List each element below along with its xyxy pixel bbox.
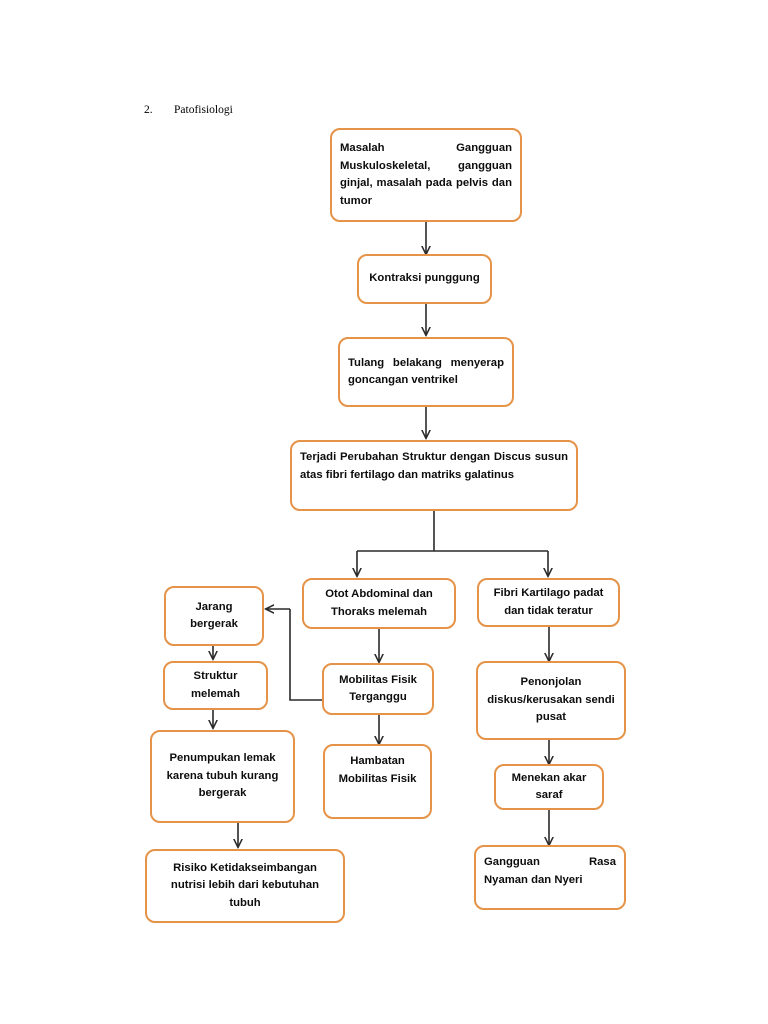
node-label: Tulang belakang menyerap goncangan ventr… — [348, 356, 504, 387]
node-label: Menekan akar saraf — [511, 771, 587, 802]
node-label: Penumpukan lemak karena tubuh kurang ber… — [166, 752, 279, 800]
heading-text: Patofisiologi — [174, 104, 233, 116]
node-label: Otot Abdominal dan Thoraks melemah — [325, 588, 433, 618]
heading-number: 2. — [144, 104, 153, 116]
node-label: Mobilitas Fisik Terganggu — [339, 673, 417, 704]
node-risiko-ketidakseimbangan[interactable]: Risiko Ketidakseimbangan nutrisi lebih d… — [145, 849, 345, 923]
node-jarang-bergerak[interactable]: Jarang bergerak — [164, 586, 264, 646]
node-label: Struktur melemah — [191, 670, 240, 700]
node-hambatan-mobilitas-fisik[interactable]: Hambatan Mobilitas Fisik — [323, 744, 432, 819]
node-penumpukan-lemak[interactable]: Penumpukan lemak karena tubuh kurang ber… — [150, 730, 295, 823]
node-terjadi-perubahan-struktur[interactable]: Terjadi Perubahan Struktur dengan Discus… — [290, 440, 578, 511]
node-label: Jarang bergerak — [190, 600, 238, 631]
node-tulang-belakang[interactable]: Tulang belakang menyerap goncangan ventr… — [338, 337, 514, 407]
node-label: Hambatan Mobilitas Fisik — [338, 755, 417, 785]
node-otot-abdominal[interactable]: Otot Abdominal dan Thoraks melemah — [302, 578, 456, 629]
node-gangguan-rasa-nyaman[interactable]: Gangguan Rasa Nyaman dan Nyeri — [474, 845, 626, 910]
node-struktur-melemah[interactable]: Struktur melemah — [163, 661, 268, 710]
node-penonjolan-diskus[interactable]: Penonjolan diskus/kerusakan sendi pusat — [476, 661, 626, 740]
node-menekan-akar-saraf[interactable]: Menekan akar saraf — [494, 764, 604, 810]
node-label: Gangguan Rasa Nyaman dan Nyeri — [484, 856, 616, 886]
node-masalah-gangguan[interactable]: Masalah Gangguan Muskuloskeletal, ganggu… — [330, 128, 522, 222]
node-label: Kontraksi punggung — [369, 272, 480, 285]
node-label: Risiko Ketidakseimbangan nutrisi lebih d… — [170, 861, 320, 909]
node-label: Masalah Gangguan Muskuloskeletal, ganggu… — [340, 142, 512, 207]
node-fibri-kartilago[interactable]: Fibri Kartilago padat dan tidak teratur — [477, 578, 620, 627]
node-label: Penonjolan diskus/kerusakan sendi pusat — [487, 676, 615, 724]
node-mobilitas-fisik-terganggu[interactable]: Mobilitas Fisik Terganggu — [322, 663, 434, 715]
node-kontraksi-punggung[interactable]: Kontraksi punggung — [357, 254, 492, 304]
node-label: Terjadi Perubahan Struktur dengan Discus… — [300, 451, 568, 481]
node-label: Fibri Kartilago padat dan tidak teratur — [493, 587, 604, 617]
